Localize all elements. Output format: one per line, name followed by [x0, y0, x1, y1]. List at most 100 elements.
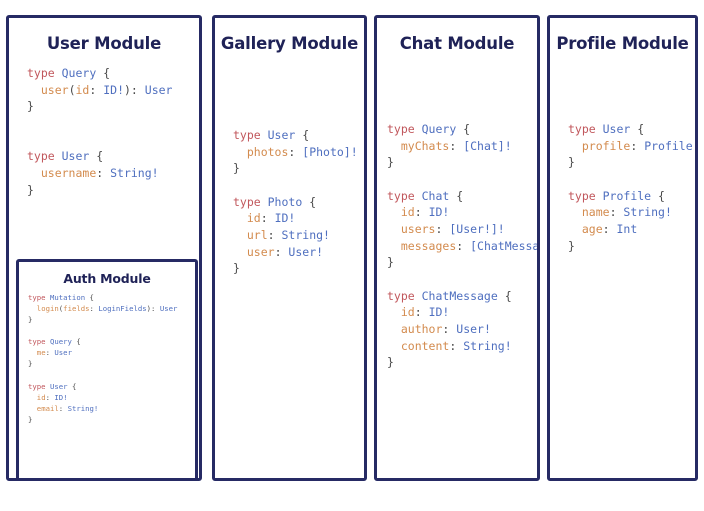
module-card-user[interactable]: User Module type Query { user(id: ID!): …	[6, 15, 202, 481]
code-token-type: Profile!	[644, 138, 698, 153]
module-title-gallery: Gallery Module	[220, 34, 359, 53]
code-token-type: String!	[67, 403, 99, 413]
code-line: photos: [Photo]!	[233, 145, 358, 159]
code-token-punc: }	[28, 414, 33, 424]
code-token-type: User	[49, 381, 68, 391]
code-token-punc: {	[71, 337, 81, 347]
code-token-punc: {	[651, 188, 665, 203]
code-token-punc: {	[497, 288, 512, 303]
code-token-type: Int	[616, 222, 638, 237]
code-token-punc: }	[387, 255, 394, 270]
code-token-field: id	[246, 211, 261, 226]
code-line: age: Int	[568, 222, 637, 236]
code-token-punc: :	[45, 392, 55, 402]
code-token-type: LoginFields	[98, 304, 147, 314]
code-line: profile: Profile!	[568, 138, 698, 153]
code-line: name: String!	[568, 205, 672, 219]
code-line: }	[568, 155, 575, 169]
code-line: id: ID!	[233, 211, 296, 226]
code-token-punc	[233, 228, 247, 242]
code-token-punc: {	[67, 381, 77, 391]
code-line: type Mutation {	[28, 293, 94, 302]
code-token-punc	[568, 139, 582, 153]
code-line: myChats: [Chat]!	[387, 139, 512, 153]
code-token-punc: }	[233, 261, 240, 276]
code-token-type: ID!	[274, 211, 296, 226]
module-title-profile: Profile Module	[556, 34, 689, 53]
code-token-type: User	[61, 149, 90, 164]
code-line: author: User!	[387, 322, 491, 336]
module-code-auth: type Mutation { login(fields: LoginField…	[19, 292, 195, 425]
module-code-user: type Query { user(id: ID!): User } type …	[9, 65, 199, 198]
code-token-punc: :	[58, 403, 68, 413]
code-token-type: String!	[281, 228, 330, 243]
code-token-punc: :	[414, 305, 429, 320]
code-line: type User {	[28, 382, 76, 391]
module-title-user: User Module	[46, 34, 162, 53]
code-token-punc: ):	[124, 82, 145, 97]
code-token-kw: type	[27, 66, 62, 80]
code-line: type Query {	[27, 66, 110, 80]
code-token-field: login	[36, 304, 59, 314]
code-token-punc: }	[568, 155, 575, 170]
code-line: type User {	[233, 128, 309, 142]
code-token-punc: :	[609, 205, 624, 220]
code-line: }	[27, 99, 34, 113]
code-line: }	[28, 415, 32, 424]
code-token-type: User	[267, 128, 296, 142]
code-line: }	[27, 183, 34, 197]
code-token-type: Profile	[602, 188, 652, 203]
code-token-punc: {	[630, 122, 645, 136]
code-line: id: ID!	[387, 305, 450, 320]
code-line: users: [User!]!	[387, 222, 505, 236]
code-token-field: author	[400, 322, 443, 337]
code-token-punc: :	[449, 138, 464, 153]
code-token-type: User	[144, 82, 173, 97]
code-token-type: [Chat]!	[463, 138, 512, 153]
code-token-field: user	[246, 244, 275, 259]
code-token-punc	[387, 305, 401, 319]
code-token-field: id	[400, 205, 415, 220]
code-token-punc: }	[387, 155, 394, 170]
code-token-type: Mutation	[49, 293, 86, 302]
code-token-punc	[28, 393, 37, 402]
code-token-punc: (	[68, 82, 76, 97]
code-token-punc: :	[414, 205, 429, 220]
code-token-field: id	[400, 305, 415, 320]
code-token-punc: :	[89, 304, 99, 314]
code-token-punc: :	[89, 82, 104, 97]
code-token-kw: type	[28, 381, 50, 391]
module-card-auth[interactable]: Auth Module type Mutation { login(fields…	[16, 259, 198, 478]
code-line: type User {	[27, 149, 103, 163]
code-line: url: String!	[233, 228, 330, 242]
code-token-punc	[387, 239, 401, 253]
code-token-kw: type	[27, 149, 62, 164]
code-line: me: User	[28, 348, 72, 357]
module-code-profile: type User { profile: Profile! } type Pro…	[550, 121, 695, 254]
code-line: }	[233, 261, 240, 275]
module-card-chat[interactable]: Chat Module type Query { myChats: [Chat]…	[374, 15, 540, 481]
code-token-punc: }	[387, 355, 394, 370]
code-token-punc: :	[288, 144, 303, 159]
code-token-punc	[568, 222, 582, 236]
code-token-kw: type	[233, 128, 268, 142]
code-token-punc	[387, 222, 401, 236]
code-token-punc: {	[89, 149, 104, 164]
module-title-chat: Chat Module	[399, 34, 515, 53]
code-token-punc: }	[233, 161, 240, 176]
code-token-punc: :	[274, 244, 289, 259]
code-line: user(id: ID!): User	[27, 82, 173, 97]
code-line: type User {	[568, 122, 644, 136]
code-token-punc: {	[96, 66, 111, 80]
code-line: type Photo {	[233, 195, 316, 209]
code-token-field: messages	[400, 238, 457, 253]
code-token-type: Query	[421, 122, 457, 136]
module-card-profile[interactable]: Profile Module type User { profile: Prof…	[547, 15, 698, 481]
code-token-type: [ChatMessage]!	[470, 238, 540, 253]
code-line: }	[28, 315, 32, 324]
module-card-gallery[interactable]: Gallery Module type User { photos: [Phot…	[212, 15, 367, 481]
code-token-type: Query	[49, 337, 72, 347]
code-token-punc	[387, 339, 401, 353]
code-line: content: String!	[387, 339, 512, 353]
code-token-punc: :	[96, 166, 111, 181]
